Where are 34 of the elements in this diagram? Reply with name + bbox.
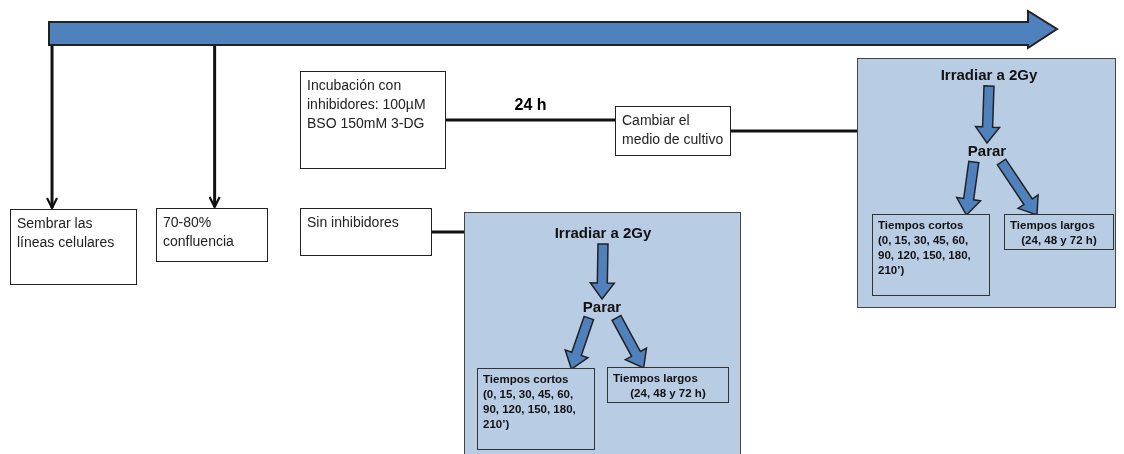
step-label: Parar — [954, 142, 1020, 164]
result-title: Tiempos largos — [1010, 218, 1096, 233]
step-label: Irradiar a 2Gy — [916, 66, 1062, 88]
connector-line — [446, 118, 615, 122]
time-list: (24, 48 y 72 h) — [613, 385, 723, 401]
block-arrow — [611, 314, 648, 370]
result-title: Tiempos cortos — [483, 372, 570, 387]
time-list: (0, 15, 30, 45, 60, 90, 120, 150, 180, 210’) — [878, 232, 984, 278]
time-list: (0, 15, 30, 45, 60, 90, 120, 150, 180, 210’) — [483, 386, 589, 432]
group-panel — [857, 58, 1116, 308]
result-box — [872, 214, 990, 296]
connector-line — [432, 230, 464, 234]
time-list: (24, 48 y 72 h) — [1010, 232, 1108, 248]
block-arrow — [955, 160, 983, 217]
arrow — [208, 46, 221, 209]
connector-line — [731, 129, 857, 133]
result-title: Tiempos cortos — [878, 218, 965, 233]
result-box — [1004, 214, 1114, 250]
block-arrow — [996, 158, 1039, 217]
result-title: Tiempos largos — [613, 371, 699, 386]
step-box: 70-80% confluencia — [156, 208, 268, 262]
block-arrow — [974, 85, 1002, 145]
step-label: Parar — [569, 298, 635, 320]
block-arrow — [588, 243, 616, 301]
step-label: Irradiar a 2Gy — [530, 224, 676, 246]
block-arrow — [564, 315, 595, 371]
step-box: Cambiar el medio de cultivo — [615, 106, 731, 156]
step-box: Sin inhibidores — [300, 208, 432, 256]
step-box: Sembrar las líneas celulares — [10, 209, 137, 285]
result-box — [477, 368, 595, 450]
result-box — [607, 367, 729, 403]
arrow — [45, 46, 59, 210]
step-box: Incubación con inhibidores: 100µM BSO 150mM 3-DG — [300, 71, 446, 169]
group-panel — [464, 212, 741, 454]
